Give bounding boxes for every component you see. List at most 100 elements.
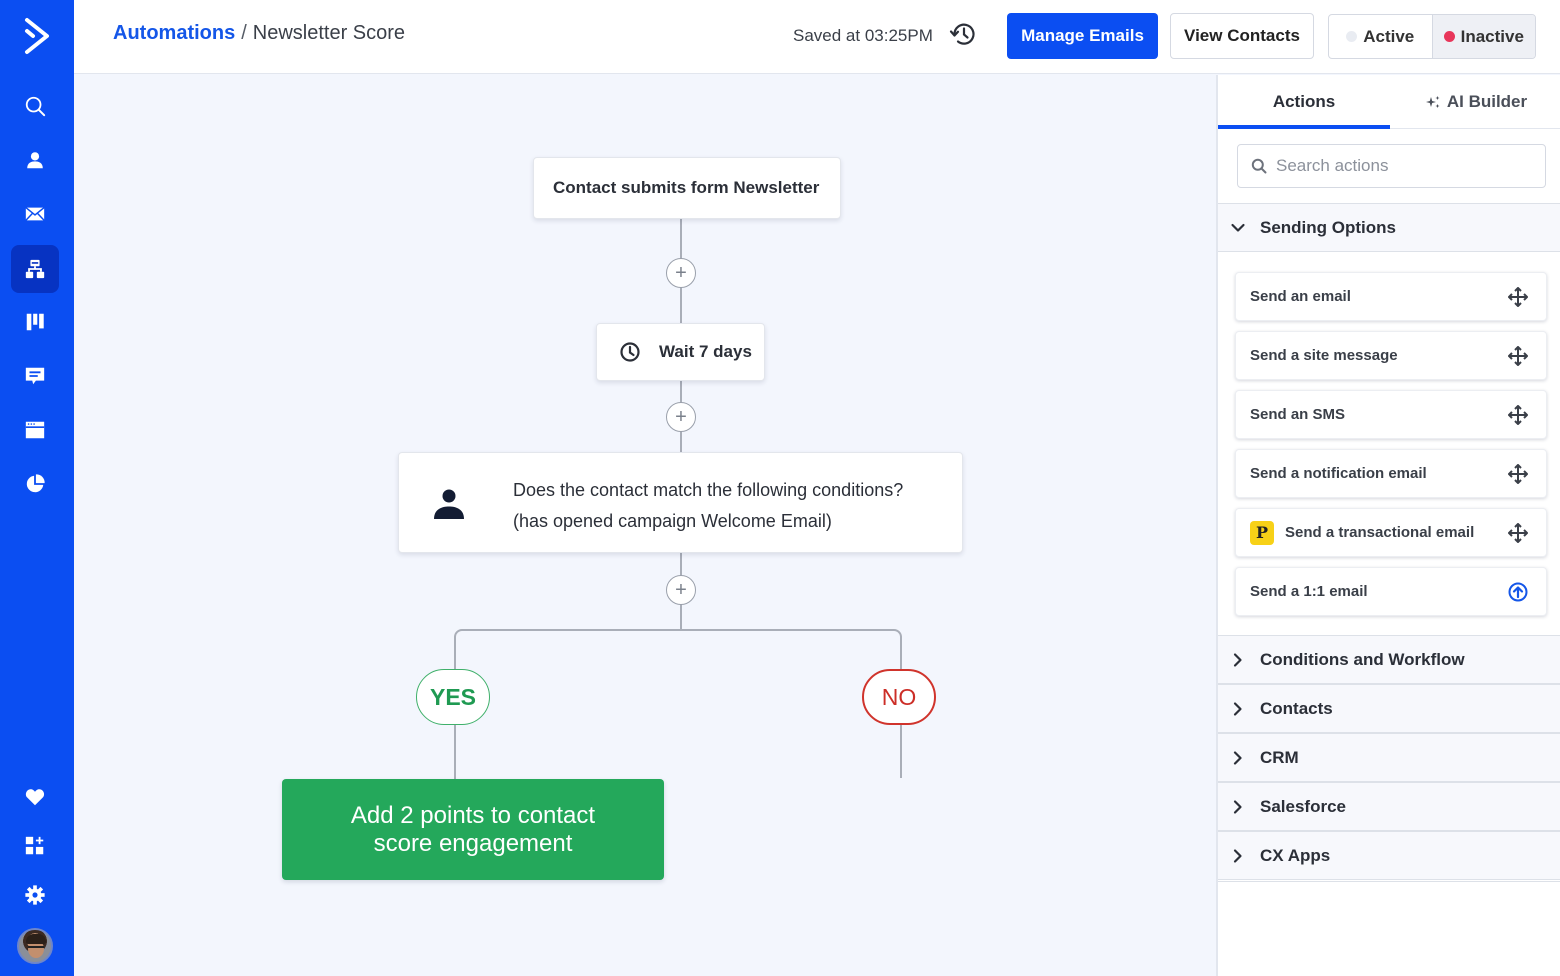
search-icon bbox=[1251, 158, 1267, 174]
section-crm[interactable]: CRM bbox=[1218, 733, 1560, 782]
sidebar-item-settings[interactable] bbox=[11, 871, 59, 919]
action-send-site-message[interactable]: Send a site message bbox=[1235, 331, 1547, 380]
apps-icon bbox=[25, 836, 44, 855]
no-branch-label[interactable]: NO bbox=[862, 669, 936, 725]
page-title: Newsletter Score bbox=[252, 22, 406, 44]
action-send-1-1-email[interactable]: Send a 1:1 email bbox=[1235, 567, 1547, 616]
action-label: Send a site message bbox=[1250, 347, 1398, 364]
sidebar-item-deals[interactable] bbox=[11, 298, 59, 346]
status-active-option[interactable]: Active bbox=[1329, 15, 1432, 58]
status-inactive-option[interactable]: Inactive bbox=[1431, 15, 1535, 58]
action-send-notification-email[interactable]: Send a notification email bbox=[1235, 449, 1547, 498]
avatar-hair bbox=[26, 934, 46, 944]
section-cx-apps[interactable]: CX Apps bbox=[1218, 831, 1560, 880]
action-send-sms[interactable]: Send an SMS bbox=[1235, 390, 1547, 439]
condition-node[interactable]: Does the contact match the following con… bbox=[398, 452, 963, 553]
action-label: Send a notification email bbox=[1250, 465, 1427, 482]
conversations-icon bbox=[25, 367, 45, 385]
gear-icon bbox=[25, 885, 45, 905]
add-step-button[interactable]: + bbox=[666, 258, 696, 288]
automations-icon bbox=[25, 259, 45, 279]
chevron-right-icon bbox=[1233, 799, 1242, 814]
condition-detail: (has opened campaign Welcome Email) bbox=[513, 511, 832, 531]
search-actions-field[interactable] bbox=[1237, 144, 1546, 188]
sidebar-item-contacts[interactable] bbox=[11, 136, 59, 184]
logo-icon[interactable] bbox=[17, 14, 57, 58]
trigger-label: Contact submits form Newsletter bbox=[553, 178, 820, 197]
trigger-node[interactable]: Contact submits form Newsletter bbox=[533, 157, 841, 219]
active-dot-icon bbox=[1346, 31, 1358, 42]
upgrade-arrow-icon[interactable] bbox=[1508, 582, 1528, 602]
sidebar-item-email[interactable] bbox=[11, 190, 59, 238]
email-icon bbox=[25, 207, 45, 221]
section-label: Conditions and Workflow bbox=[1260, 649, 1465, 669]
tab-ai-builder[interactable]: AI Builder bbox=[1390, 75, 1560, 128]
section-salesforce[interactable]: Salesforce bbox=[1218, 782, 1560, 831]
section-sending-options[interactable]: Sending Options bbox=[1218, 203, 1560, 252]
sidebar-item-apps[interactable] bbox=[11, 822, 59, 870]
panel-tabs: Actions AI Builder bbox=[1218, 75, 1560, 129]
avatar-face bbox=[28, 940, 44, 958]
add-step-button[interactable]: + bbox=[666, 575, 696, 605]
panel-empty-area bbox=[1218, 881, 1560, 976]
section-label: Contacts bbox=[1260, 698, 1333, 718]
action-label: Send an email bbox=[1250, 288, 1351, 305]
sparkle-icon bbox=[1425, 95, 1440, 108]
breadcrumb-separator: / bbox=[241, 22, 247, 44]
postmark-badge-icon: P bbox=[1250, 520, 1274, 545]
action-send-transactional-email[interactable]: P Send a transactional email bbox=[1235, 508, 1547, 557]
move-icon[interactable] bbox=[1508, 523, 1528, 543]
branch-connector bbox=[454, 629, 902, 651]
sidebar-item-search[interactable] bbox=[11, 82, 59, 130]
condition-question: Does the contact match the following con… bbox=[513, 480, 904, 500]
sidebar bbox=[0, 0, 74, 976]
sidebar-item-automations[interactable] bbox=[11, 245, 59, 293]
workflow-canvas[interactable]: Contact submits form Newsletter + Wait 7… bbox=[74, 75, 1216, 976]
section-label: CRM bbox=[1260, 747, 1299, 767]
status-active-label: Active bbox=[1363, 26, 1415, 46]
action-label: Send an SMS bbox=[1250, 406, 1346, 423]
yes-branch-label[interactable]: YES bbox=[416, 669, 490, 725]
deals-pipeline-icon bbox=[26, 313, 44, 331]
reports-icon bbox=[26, 474, 45, 493]
website-icon bbox=[25, 421, 45, 439]
section-label: Salesforce bbox=[1260, 796, 1346, 816]
move-icon[interactable] bbox=[1508, 405, 1528, 425]
top-header: Automations/Newsletter Score Saved at 03… bbox=[74, 0, 1560, 74]
breadcrumb: Automations/Newsletter Score bbox=[113, 22, 405, 45]
tab-actions[interactable]: Actions bbox=[1218, 75, 1390, 129]
sidebar-item-conversations[interactable] bbox=[11, 352, 59, 400]
contact-icon bbox=[434, 489, 464, 519]
wait-label: Wait 7 days bbox=[659, 342, 752, 361]
status-toggle: Active Inactive bbox=[1328, 14, 1536, 59]
history-icon[interactable] bbox=[948, 19, 978, 49]
move-icon[interactable] bbox=[1508, 346, 1528, 366]
avatar[interactable] bbox=[17, 928, 53, 964]
manage-emails-button[interactable]: Manage Emails bbox=[1007, 13, 1158, 59]
chevron-right-icon bbox=[1233, 652, 1242, 667]
section-conditions-workflow[interactable]: Conditions and Workflow bbox=[1218, 635, 1560, 684]
status-inactive-label: Inactive bbox=[1460, 26, 1524, 46]
tab-ai-builder-label: AI Builder bbox=[1446, 91, 1528, 111]
sidebar-item-website[interactable] bbox=[11, 406, 59, 454]
sidebar-item-favorites[interactable] bbox=[11, 773, 59, 821]
action-label: Send a transactional email bbox=[1285, 524, 1475, 541]
saved-status: Saved at 03:25PM bbox=[793, 26, 933, 45]
move-icon[interactable] bbox=[1508, 464, 1528, 484]
avatar-glasses bbox=[28, 946, 44, 949]
breadcrumb-automations-link[interactable]: Automations bbox=[113, 22, 236, 44]
section-contacts[interactable]: Contacts bbox=[1218, 684, 1560, 733]
condition-text: Does the contact match the following con… bbox=[513, 475, 903, 537]
add-step-button[interactable]: + bbox=[666, 402, 696, 432]
action-label: Send a 1:1 email bbox=[1250, 583, 1368, 600]
wait-node[interactable]: Wait 7 days bbox=[596, 323, 765, 381]
tab-actions-label: Actions bbox=[1272, 91, 1336, 111]
search-actions-input[interactable] bbox=[1276, 156, 1536, 176]
contacts-icon bbox=[27, 152, 43, 169]
action-send-email[interactable]: Send an email bbox=[1235, 272, 1547, 321]
move-icon[interactable] bbox=[1508, 287, 1528, 307]
section-label: CX Apps bbox=[1260, 845, 1331, 865]
add-points-action-node[interactable]: Add 2 points to contact score engagement bbox=[282, 779, 664, 880]
view-contacts-button[interactable]: View Contacts bbox=[1170, 13, 1314, 59]
sidebar-item-reports[interactable] bbox=[11, 460, 59, 508]
